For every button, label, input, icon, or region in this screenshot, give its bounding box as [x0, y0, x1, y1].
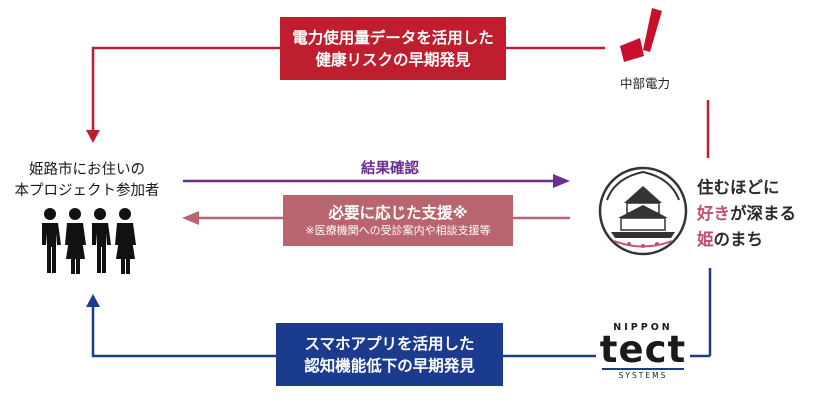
himeji-line3-pink: 姫 [697, 230, 714, 249]
himeji-castle-emblem [598, 166, 688, 256]
chubu-logo-icon [620, 8, 662, 62]
blue-flow-line [86, 268, 712, 358]
nippon-tect-bottom: SYSTEMS [602, 368, 684, 384]
himeji-line1: 住むほどに [697, 178, 780, 197]
pink-flow-sub: ※医療機関への受診案内や相談支援等 [305, 223, 491, 237]
red-flow-line1: 電力使用量データを活用した [292, 28, 494, 47]
purple-arrowhead [553, 174, 570, 188]
pink-flow-main: 必要に応じた支援※ [328, 203, 468, 222]
red-flow-box: 電力使用量データを活用した 健康リスクの早期発見 [280, 17, 506, 80]
participants-line1: 姫路市にお住いの [29, 162, 145, 178]
purple-flow-line [183, 174, 570, 188]
blue-flow-box: スマホアプリを活用した 認知機能低下の早期発見 [276, 323, 503, 386]
pink-flow-line [182, 211, 570, 225]
red-flow-line [86, 46, 710, 158]
himeji-slogan: 住むほどに 好きが深まる 姫のまち [697, 175, 796, 253]
blue-flow-line1: スマホアプリを活用した [304, 334, 475, 353]
himeji-line3: 姫のまち [697, 227, 796, 253]
nippon-tect-main: tect [599, 328, 687, 371]
blue-flow-line2: 認知機能低下の早期発見 [304, 356, 475, 375]
nippon-tect-top: NIPPON [613, 322, 673, 333]
blue-arrowhead [86, 294, 100, 307]
red-arrowhead [86, 130, 100, 143]
participants-line2: 本プロジェクト参加者 [14, 183, 160, 199]
himeji-line2-rest: が深まる [730, 204, 796, 223]
himeji-line2-pink: 好き [697, 204, 730, 223]
himeji-line3-rest: のまち [713, 230, 764, 249]
people-icon [42, 208, 136, 274]
pink-arrowhead [182, 211, 199, 225]
purple-flow-label: 結果確認 [361, 161, 419, 177]
red-flow-line2: 健康リスクの早期発見 [315, 50, 471, 69]
participants-label: 姫路市にお住いの 本プロジェクト参加者 [8, 160, 166, 202]
pink-flow-box: 必要に応じた支援※ ※医療機関への受診案内や相談支援等 [283, 195, 513, 246]
himeji-line2: 好きが深まる [697, 201, 796, 227]
chubu-name: 中部電力 [619, 76, 670, 91]
